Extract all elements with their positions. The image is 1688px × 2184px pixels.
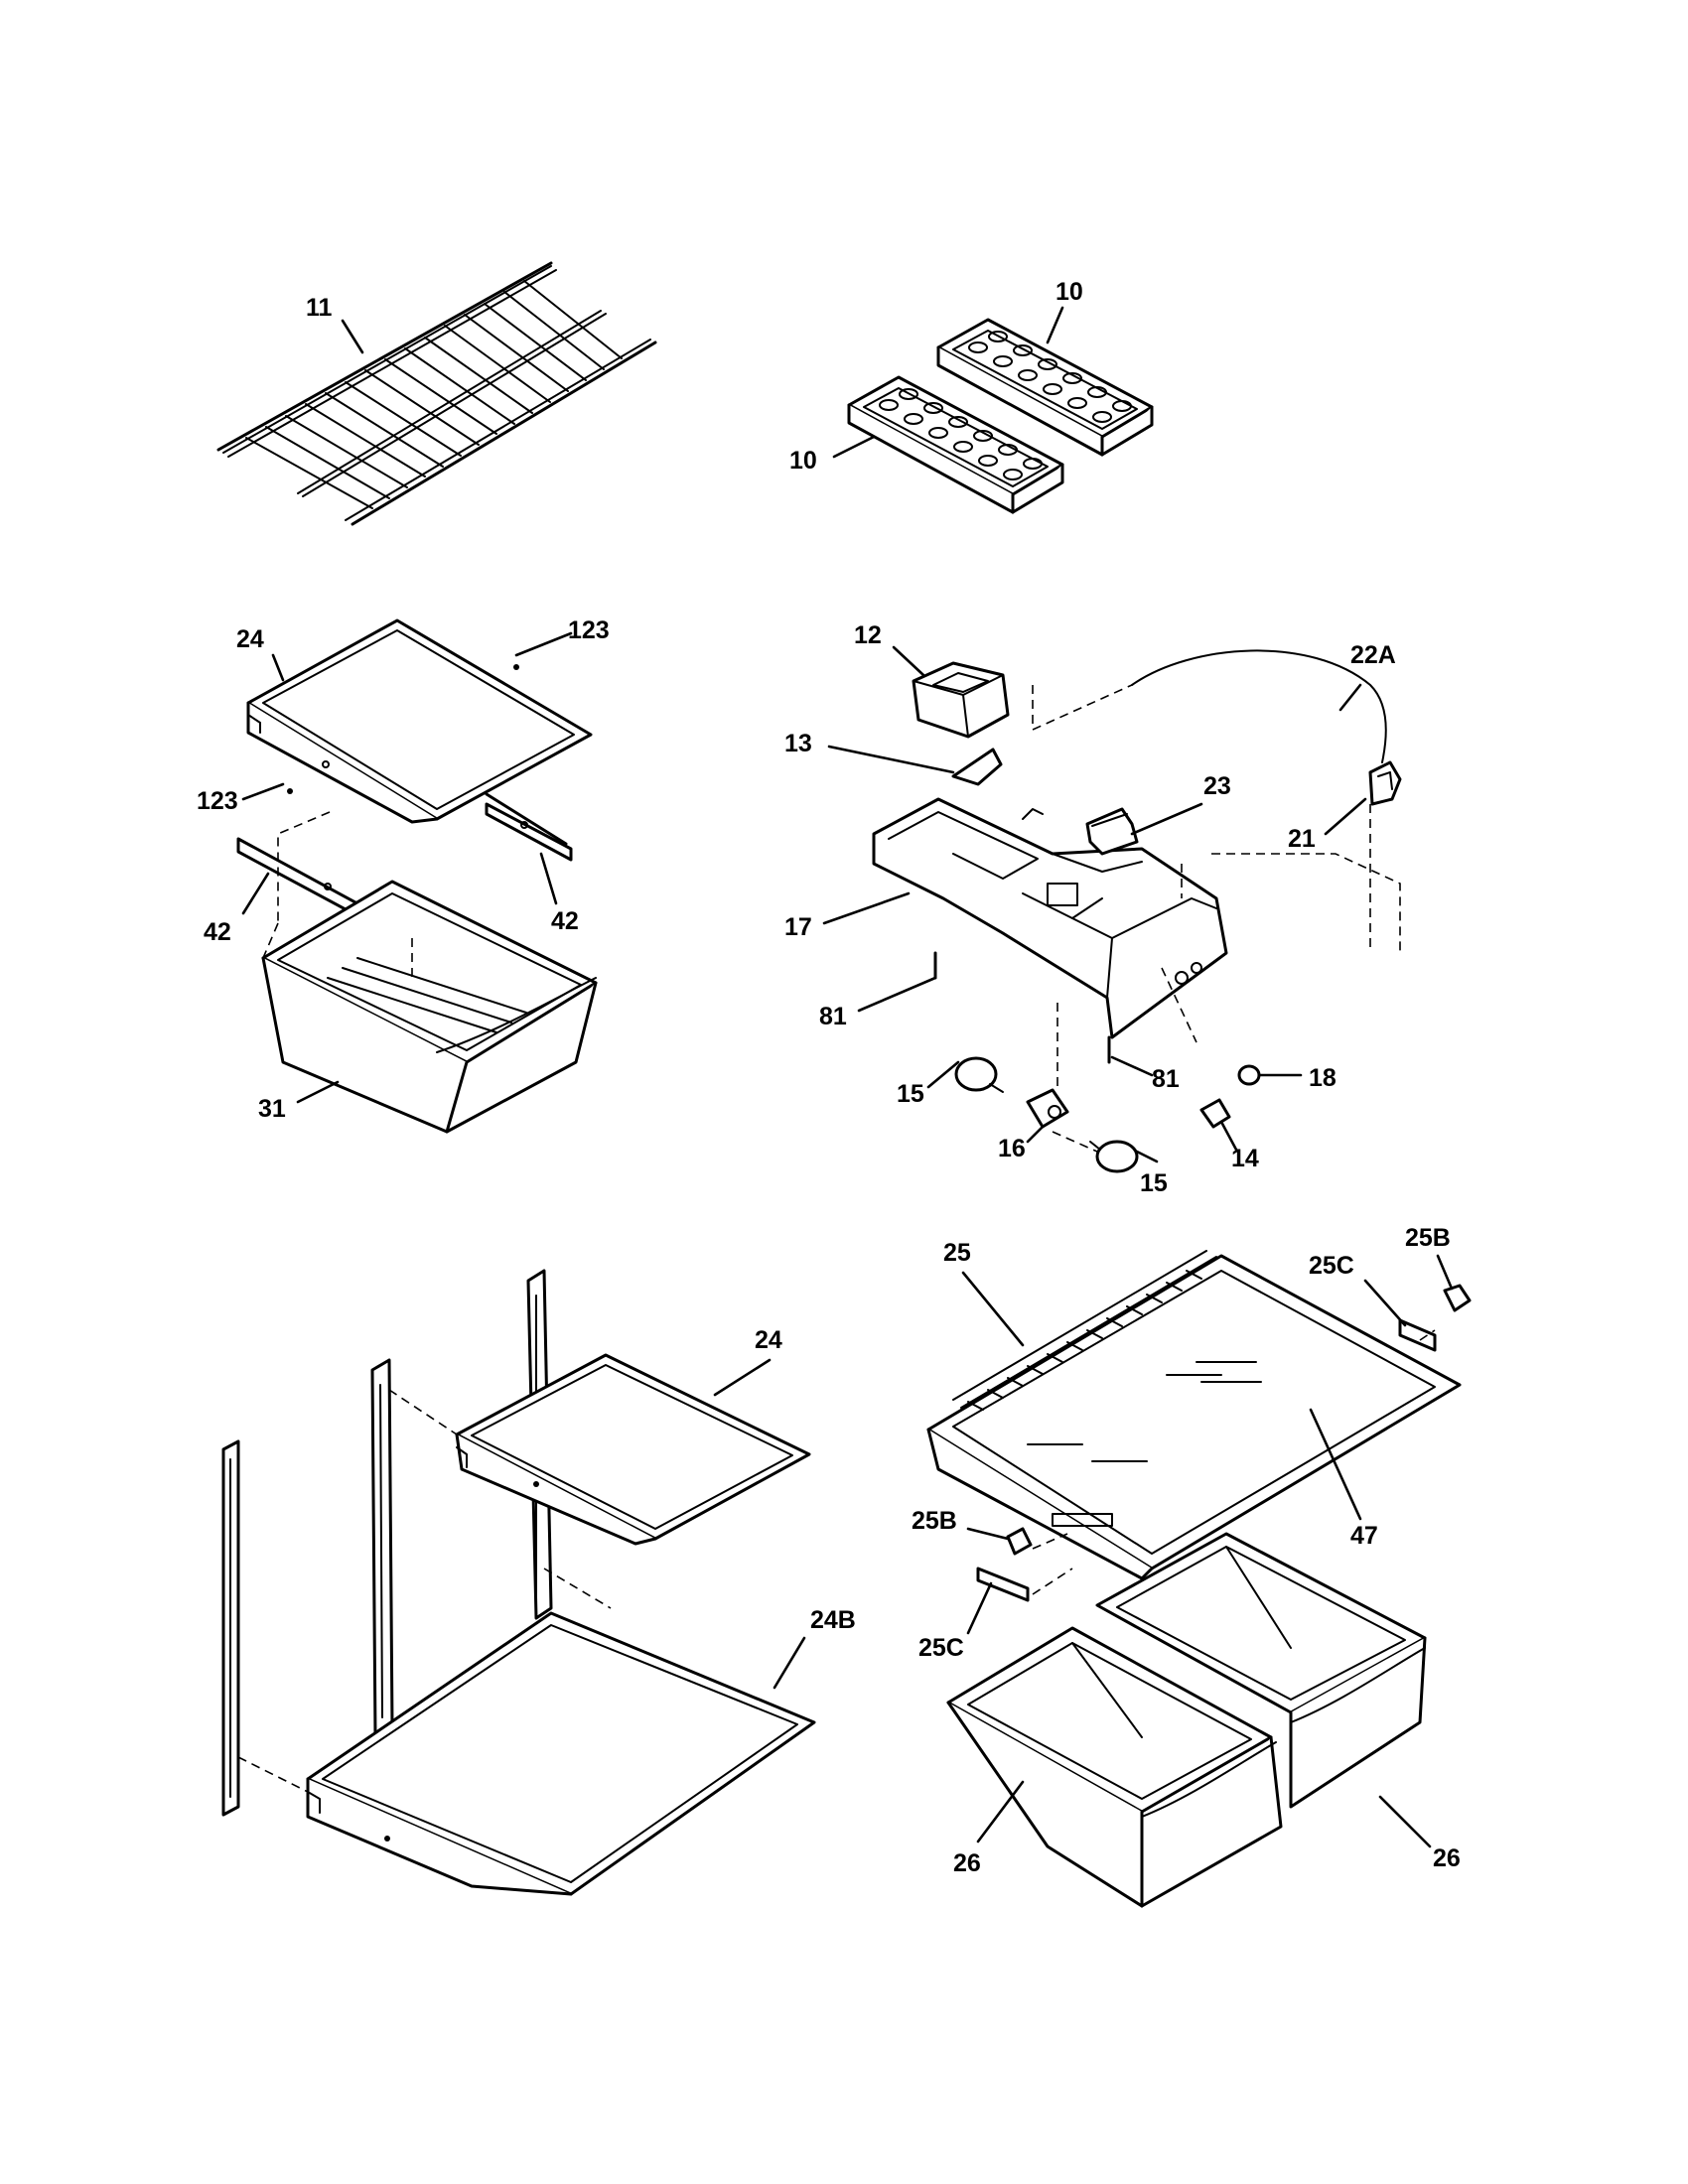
crisper-drawer-26-left [946, 1626, 1283, 1908]
label-22A: 22A [1350, 641, 1396, 669]
label-18: 18 [1309, 1064, 1336, 1092]
label-24-upper: 24 [236, 625, 264, 653]
label-23: 23 [1203, 772, 1231, 800]
harness-22A [1032, 649, 1387, 763]
light-bulb-15-lower [1089, 1140, 1139, 1173]
label-10-upper: 10 [1055, 278, 1083, 306]
glass-shelf-24-upper [246, 618, 593, 846]
part-labels: 11 10 10 24 123 123 42 42 31 12 22A 13 2… [197, 278, 1461, 1877]
label-81-left: 81 [819, 1003, 847, 1030]
label-15-lower: 15 [1140, 1169, 1168, 1197]
bracket-25C-mid [976, 1567, 1030, 1602]
label-24B: 24B [810, 1606, 856, 1634]
label-31: 31 [258, 1095, 286, 1123]
label-25: 25 [943, 1239, 971, 1267]
label-25C-top: 25C [1309, 1252, 1354, 1280]
label-42-right: 42 [551, 907, 579, 935]
label-26-left: 26 [953, 1849, 981, 1877]
label-25C-mid: 25C [918, 1634, 964, 1662]
wire-shelf-11 [216, 261, 657, 526]
label-16: 16 [998, 1135, 1026, 1162]
label-25B-top: 25B [1405, 1224, 1451, 1252]
housing-17 [872, 797, 1228, 1039]
button-18 [1237, 1064, 1261, 1086]
glass-shelf-24-lower [455, 1353, 811, 1546]
ice-tray-10-upper [936, 318, 1154, 457]
thermostat-21 [1368, 760, 1402, 806]
label-10-lower: 10 [789, 447, 817, 475]
label-17: 17 [784, 913, 812, 941]
shelf-ladder-front [221, 1439, 240, 1817]
ice-chute-12 [912, 661, 1010, 739]
crisper-cover-25 [926, 1250, 1462, 1580]
clip-25B-top [1443, 1284, 1472, 1312]
socket-16 [1026, 1088, 1069, 1129]
light-bulb-15-upper [954, 1056, 1004, 1093]
label-25B-mid: 25B [912, 1507, 957, 1535]
label-24-lower: 24 [755, 1326, 782, 1354]
leader-lines [241, 306, 1454, 1848]
clip-25B-mid [1006, 1527, 1033, 1556]
rail-42-right [485, 802, 573, 862]
crisper-pan-31 [261, 880, 598, 1134]
dashed-guides-left [262, 811, 413, 983]
label-14: 14 [1231, 1145, 1259, 1172]
label-15-upper: 15 [897, 1080, 924, 1108]
dashed-guides-bottom-left [237, 1389, 612, 1793]
shelf-ladder-middle [370, 1358, 394, 1739]
label-42-left: 42 [204, 918, 231, 946]
label-11: 11 [306, 294, 333, 322]
label-47: 47 [1350, 1522, 1378, 1550]
switch-14 [1199, 1098, 1231, 1129]
label-21: 21 [1288, 825, 1316, 853]
timer-23 [1085, 807, 1139, 856]
label-123-upper: 123 [568, 616, 610, 644]
label-81-right: 81 [1152, 1065, 1180, 1093]
crisper-drawer-26-right [1095, 1532, 1427, 1809]
label-26-right: 26 [1433, 1844, 1461, 1872]
glass-shelf-24B [306, 1611, 816, 1896]
bracket-25C-top [1398, 1318, 1437, 1352]
dashed-guides-bottom-right [1032, 1329, 1436, 1595]
flapper-13 [951, 748, 1003, 786]
label-12: 12 [854, 621, 882, 649]
ice-tray-10-lower [847, 375, 1064, 514]
label-123-lower: 123 [197, 787, 238, 815]
label-13: 13 [784, 730, 812, 757]
dashed-guides-middle [1052, 804, 1401, 1153]
